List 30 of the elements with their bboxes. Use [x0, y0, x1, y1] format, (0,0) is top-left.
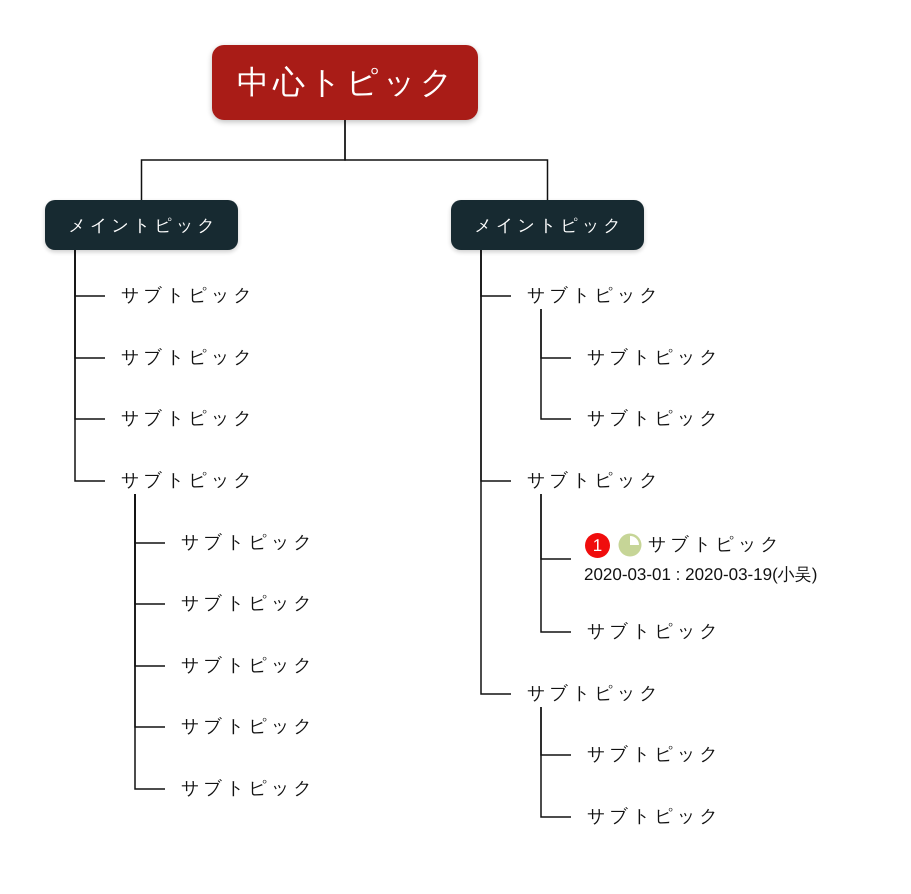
subtopic-label: サブトピック: [587, 805, 722, 829]
connector-line: [540, 309, 571, 420]
subtopic-label: サブトピック: [527, 284, 662, 308]
connector-line: [74, 250, 105, 482]
connector-line: [344, 120, 548, 200]
subtopic-label: サブトピック: [587, 346, 722, 370]
subtopic-label: サブトピック: [181, 592, 316, 616]
date-range: 2020-03-01 : 2020-03-19(小吴): [584, 564, 818, 586]
central-topic: 中心トピック: [212, 45, 478, 120]
subtopic-label: サブトピック: [181, 715, 316, 739]
subtopic-label: サブトピック: [181, 654, 316, 678]
connector-line: [480, 250, 511, 695]
subtopic-label: サブトピック: [587, 743, 722, 767]
main-topic: メイントピック: [45, 200, 238, 250]
main-topic: メイントピック: [451, 200, 644, 250]
subtopic-label: サブトピック: [181, 777, 316, 801]
subtopic-label: サブトピック: [181, 531, 316, 555]
subtopic-label: サブトピック: [527, 682, 662, 706]
subtopic-label: サブトピック: [121, 407, 256, 431]
subtopic-label: サブトピック: [587, 620, 722, 644]
connector-line: [540, 494, 571, 633]
subtopic-label: サブトピック: [527, 469, 662, 493]
subtopic-label: サブトピック: [121, 284, 256, 308]
subtopic-label: サブトピック: [121, 469, 256, 493]
priority-badge: 1: [585, 532, 610, 558]
subtopic-label: サブトピック: [648, 533, 783, 557]
connector-line: [540, 707, 571, 818]
subtopic-label: サブトピック: [121, 346, 256, 370]
subtopic-label: サブトピック: [587, 407, 722, 431]
connector-line: [134, 494, 165, 790]
